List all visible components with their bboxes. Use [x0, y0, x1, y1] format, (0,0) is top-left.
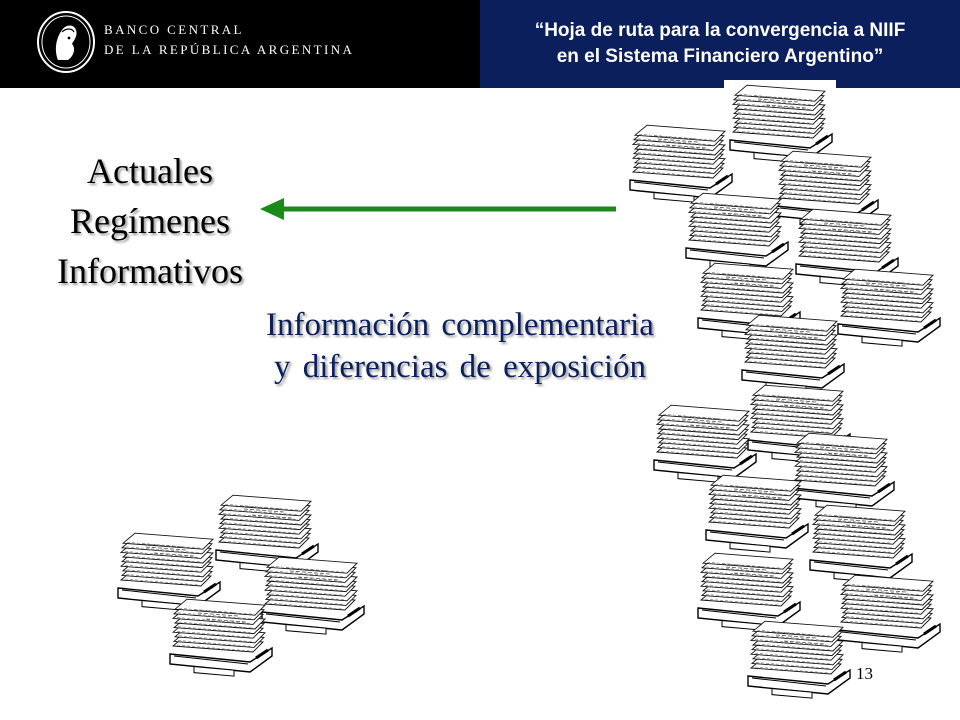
document-stack-icon [692, 262, 810, 349]
document-stack-icon [736, 314, 854, 401]
header-bank-banner: BANCO CENTRAL DE LA REPÚBLICA ARGENTINA [0, 0, 480, 88]
heading-line: Informativos [57, 251, 243, 291]
heading-line: y diferencias de exposición [273, 349, 647, 385]
header-tab-divider [724, 80, 836, 90]
document-stack-icon [742, 620, 860, 707]
presentation-title-line1: “Hoja de ruta para la convergencia a NII… [534, 20, 906, 41]
slide-number: 13 [856, 664, 873, 683]
current-regimes-heading: Actuales Regímenes Informativos [40, 146, 260, 296]
bank-name-line2: DE LA REPÚBLICA ARGENTINA [104, 42, 355, 57]
document-stack-icon [256, 556, 374, 643]
document-stack-icon [680, 192, 798, 279]
presentation-title-banner: “Hoja de ruta para la convergencia a NII… [480, 0, 960, 88]
document-stack-icon [624, 124, 742, 211]
document-stack-icon [832, 574, 950, 661]
heading-line: Regímenes [70, 201, 230, 241]
document-stack-icon [832, 268, 950, 355]
document-stack-icon [700, 474, 818, 561]
heading-line: Información complementaria [266, 307, 654, 343]
heading-line: Actuales [87, 151, 213, 191]
bank-seal-icon [37, 11, 95, 73]
complementary-info-heading: Información complementaria y diferencias… [220, 304, 700, 388]
document-stack-icon [648, 404, 766, 491]
bank-name-line1: BANCO CENTRAL [104, 22, 244, 37]
document-stack-icon [692, 552, 810, 639]
document-stack-icon [210, 494, 328, 581]
presentation-title-line2: en el Sistema Financiero Argentino” [556, 46, 884, 67]
document-stack-icon [786, 432, 904, 519]
document-stack-icon [164, 598, 282, 685]
left-arrow-icon [260, 198, 616, 220]
document-stack-icon [724, 84, 842, 171]
